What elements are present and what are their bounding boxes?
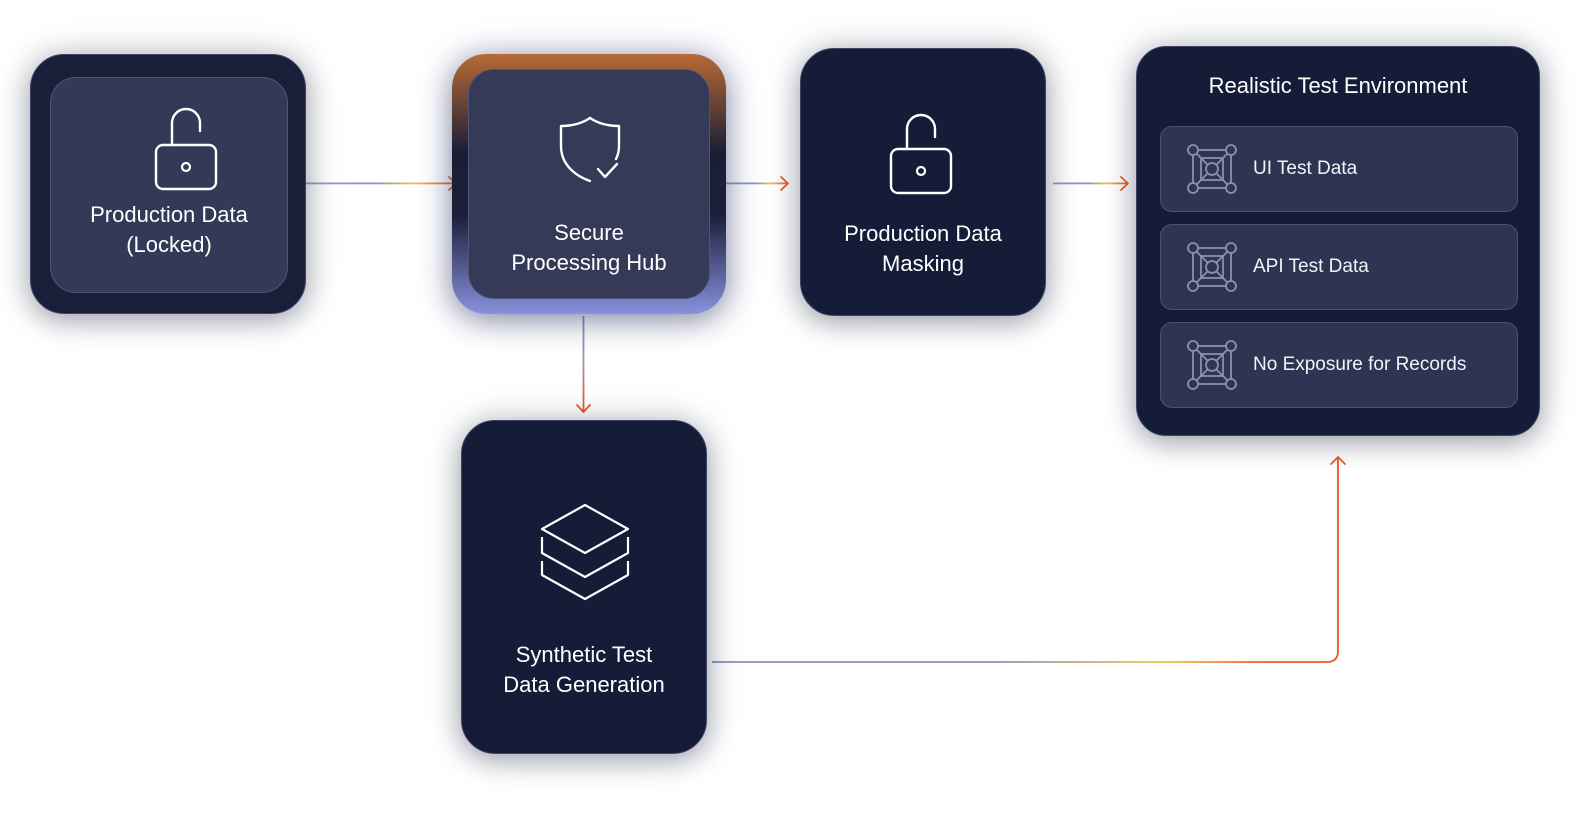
environment-title: Realistic Test Environment [1208, 73, 1468, 98]
layers-stack-icon [538, 503, 632, 601]
environment-item-label: No Exposure for Records [1253, 354, 1467, 375]
node-secure-processing-hub: Secure Processing Hub [452, 54, 726, 314]
node-label: Production Data (Locked) [51, 200, 287, 260]
node-label-line1: Synthetic Test [515, 642, 653, 667]
edge-locked-to-hub [306, 176, 457, 191]
node-realistic-test-environment: Realistic Test Environment [1136, 46, 1540, 436]
node-inner-panel: Production Data (Locked) [50, 77, 288, 293]
environment-item: API Test Data [1160, 224, 1518, 310]
unlocked-padlock-icon [154, 103, 218, 193]
node-label-line2: Processing Hub [511, 250, 667, 275]
edge-synthetic-to-environment [712, 456, 1346, 663]
unlocked-padlock-icon [889, 109, 953, 197]
shield-check-icon [555, 115, 625, 185]
node-label-line2: (Locked) [126, 232, 212, 257]
network-nodes-icon [1187, 340, 1237, 390]
node-label-line2: Masking [882, 251, 964, 276]
node-label: Secure Processing Hub [469, 218, 709, 278]
node-inner-panel: Secure Processing Hub [468, 69, 710, 299]
node-production-data-masking: Production Data Masking [800, 48, 1046, 316]
edge-masking-to-environment [1053, 176, 1129, 191]
network-nodes-icon [1187, 242, 1237, 292]
node-label: Synthetic Test Data Generation [462, 640, 706, 700]
node-synthetic-test-data-generation: Synthetic Test Data Generation [461, 420, 707, 754]
node-label: Production Data Masking [801, 219, 1045, 279]
environment-item-label: UI Test Data [1253, 158, 1358, 179]
edge-hub-to-synthetic [576, 316, 591, 413]
environment-item: No Exposure for Records [1160, 322, 1518, 408]
node-production-data-locked: Production Data (Locked) [30, 54, 306, 314]
network-nodes-icon [1187, 144, 1237, 194]
node-label-line1: Secure [554, 220, 624, 245]
node-label-line1: Production Data [844, 221, 1002, 246]
node-label-line2: Data Generation [503, 672, 665, 697]
node-label-line1: Production Data [90, 202, 248, 227]
environment-item: UI Test Data [1160, 126, 1518, 212]
environment-item-label: API Test Data [1253, 256, 1369, 277]
edge-hub-to-masking [726, 176, 789, 191]
